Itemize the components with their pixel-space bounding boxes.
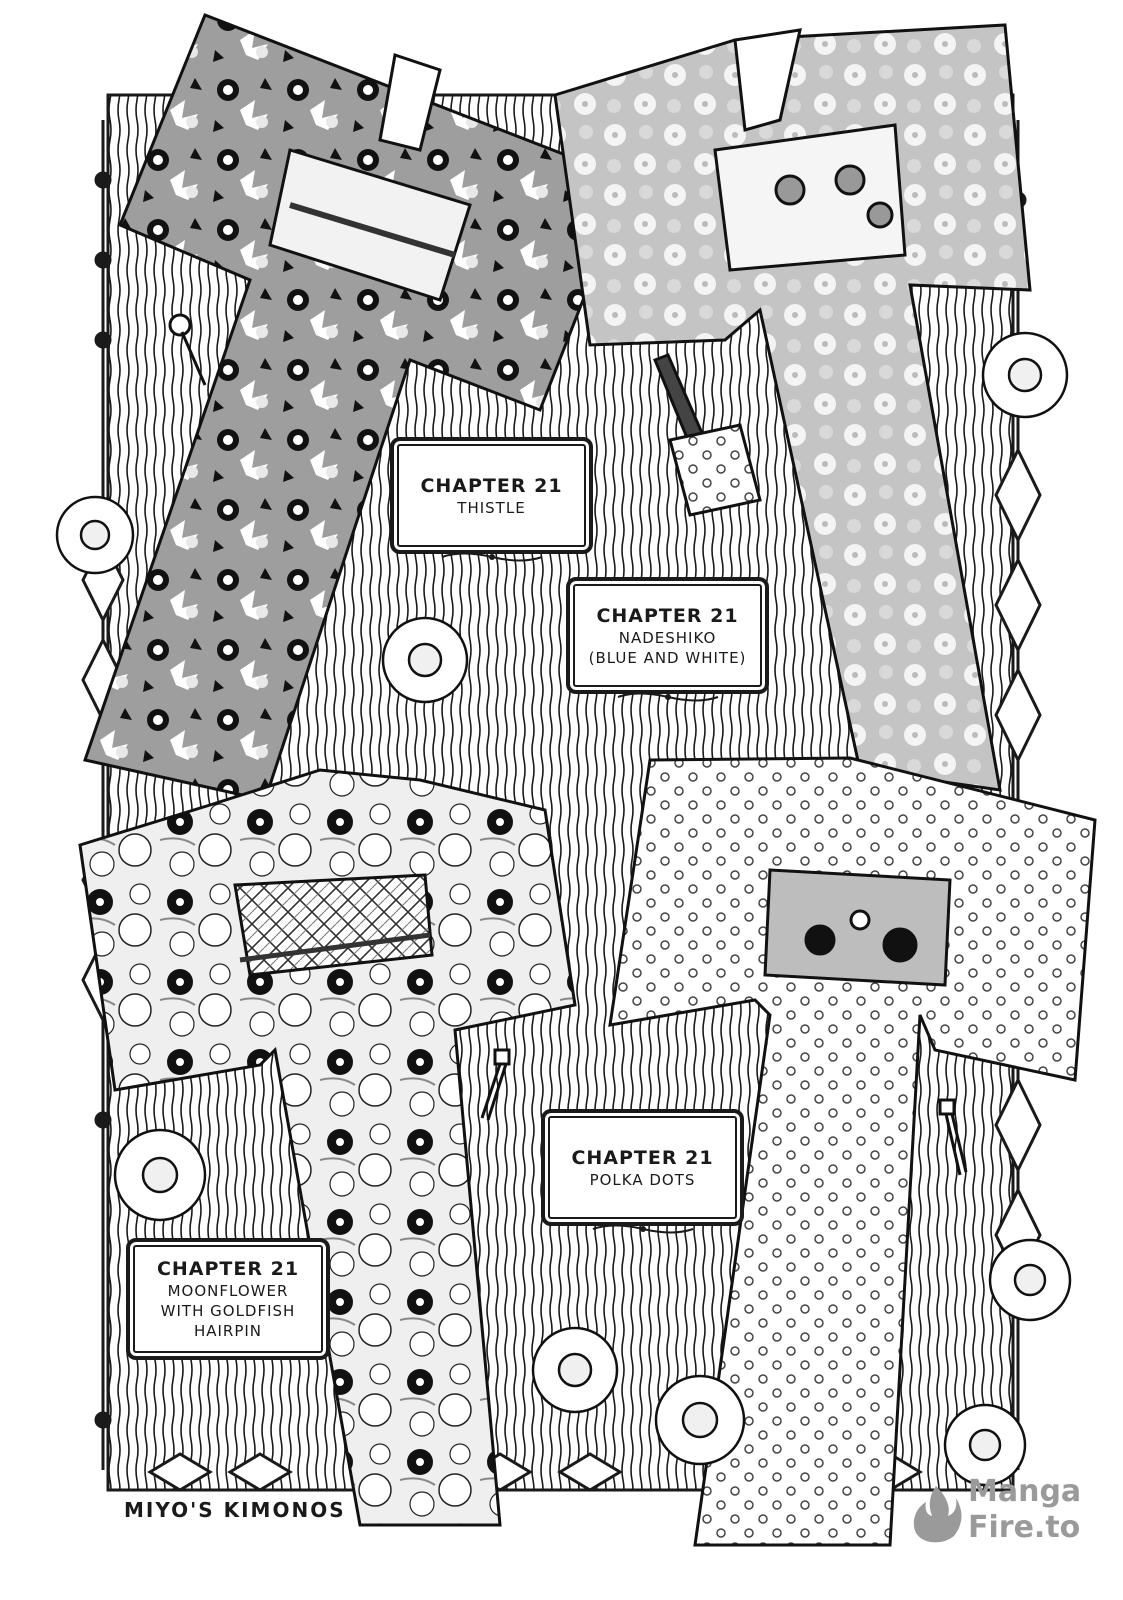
caption-polka-chapter: CHAPTER 21 <box>571 1146 714 1169</box>
watermark: Manga Fire.to <box>908 1474 1098 1554</box>
caption-polka-dots: CHAPTER 21 POLKA DOTS <box>541 1109 744 1234</box>
caption-thistle: CHAPTER 21 THISTLE <box>390 437 593 562</box>
nadeshiko-kimono <box>553 23 1032 792</box>
drawstring-bag-accessory <box>653 353 762 517</box>
caption-thistle-chapter: CHAPTER 21 <box>420 474 563 497</box>
caption-polka-title: POLKA DOTS <box>589 1170 696 1189</box>
watermark-line1: Manga <box>968 1474 1082 1509</box>
polka-dot-kimono <box>608 756 1097 1547</box>
flame-logo-icon <box>913 1486 962 1543</box>
ornament-icon <box>592 1224 693 1234</box>
caption-nadeshiko-title: NADESHIKO (BLUE AND WHITE) <box>588 628 747 667</box>
comb-hairpin-accessory <box>938 1098 968 1176</box>
goldfish-hairpin-accessory <box>480 1048 511 1121</box>
caption-nadeshiko-chapter: CHAPTER 21 <box>596 604 739 627</box>
watermark-line2: Fire.to <box>968 1510 1081 1545</box>
caption-moonflower-title: MOONFLOWER WITH GOLDFISH HAIRPIN <box>160 1282 296 1340</box>
daisy-flowers <box>55 331 1072 1487</box>
hairpin-accessory <box>168 313 207 386</box>
page-title: MIYO'S KIMONOS <box>118 1498 352 1522</box>
caption-thistle-title: THISTLE <box>457 498 526 517</box>
moonflower-kimono <box>78 768 577 1527</box>
caption-moonflower-chapter: CHAPTER 21 <box>156 1258 300 1280</box>
caption-moonflower: CHAPTER 21 MOONFLOWER WITH GOLDFISH HAIR… <box>126 1238 330 1360</box>
caption-nadeshiko: CHAPTER 21 NADESHIKO (BLUE AND WHITE) <box>566 577 769 702</box>
ornament-icon <box>441 552 542 562</box>
thistle-kimono <box>83 13 632 802</box>
ornament-icon <box>617 692 718 702</box>
